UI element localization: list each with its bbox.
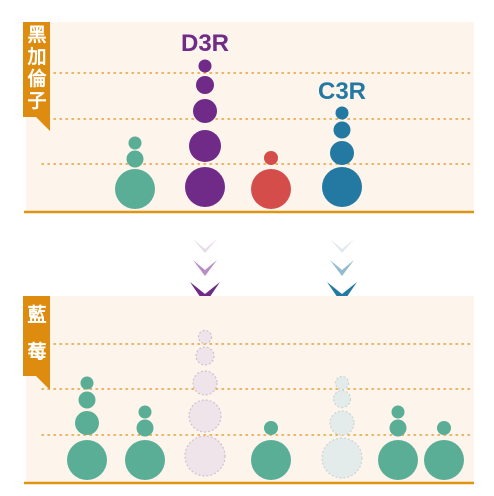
blue-stack-label: C3R (318, 78, 366, 105)
top-panel-title: 黑加倫子 (26, 24, 47, 112)
top-panel-tab: 黑加倫子 (23, 22, 50, 131)
green-bubble-stack-1 (67, 376, 107, 480)
top-panel-background (26, 22, 474, 213)
purple-stack-label: D3R (181, 30, 229, 57)
ghost-blue-bubble-stack (321, 375, 363, 479)
bottom-panel-tab: 藍莓 (23, 296, 50, 390)
green-bubble-stack-3 (251, 421, 291, 480)
ghost-purple-bubble-stack (184, 329, 226, 477)
blue-down-arrows (327, 239, 357, 304)
green-bubble-stack-4 (378, 405, 418, 480)
blue-bubble-stack (322, 106, 362, 207)
purple-bubble-stack (185, 59, 225, 207)
green-bubble-stack (115, 136, 155, 209)
purple-down-arrows (190, 239, 220, 304)
top-panel: 黑加倫子 D3R C3R (23, 22, 474, 214)
green-bubble-stack-2 (125, 405, 165, 480)
bottom-panel-title: 藍莓 (27, 304, 46, 363)
top-panel-gridlines (41, 72, 473, 165)
green-bubble-stack-5 (424, 421, 464, 480)
bottom-panel-gridlines (41, 343, 473, 436)
red-bubble-stack (251, 151, 291, 209)
bottom-panel: 藍莓 (23, 296, 474, 485)
